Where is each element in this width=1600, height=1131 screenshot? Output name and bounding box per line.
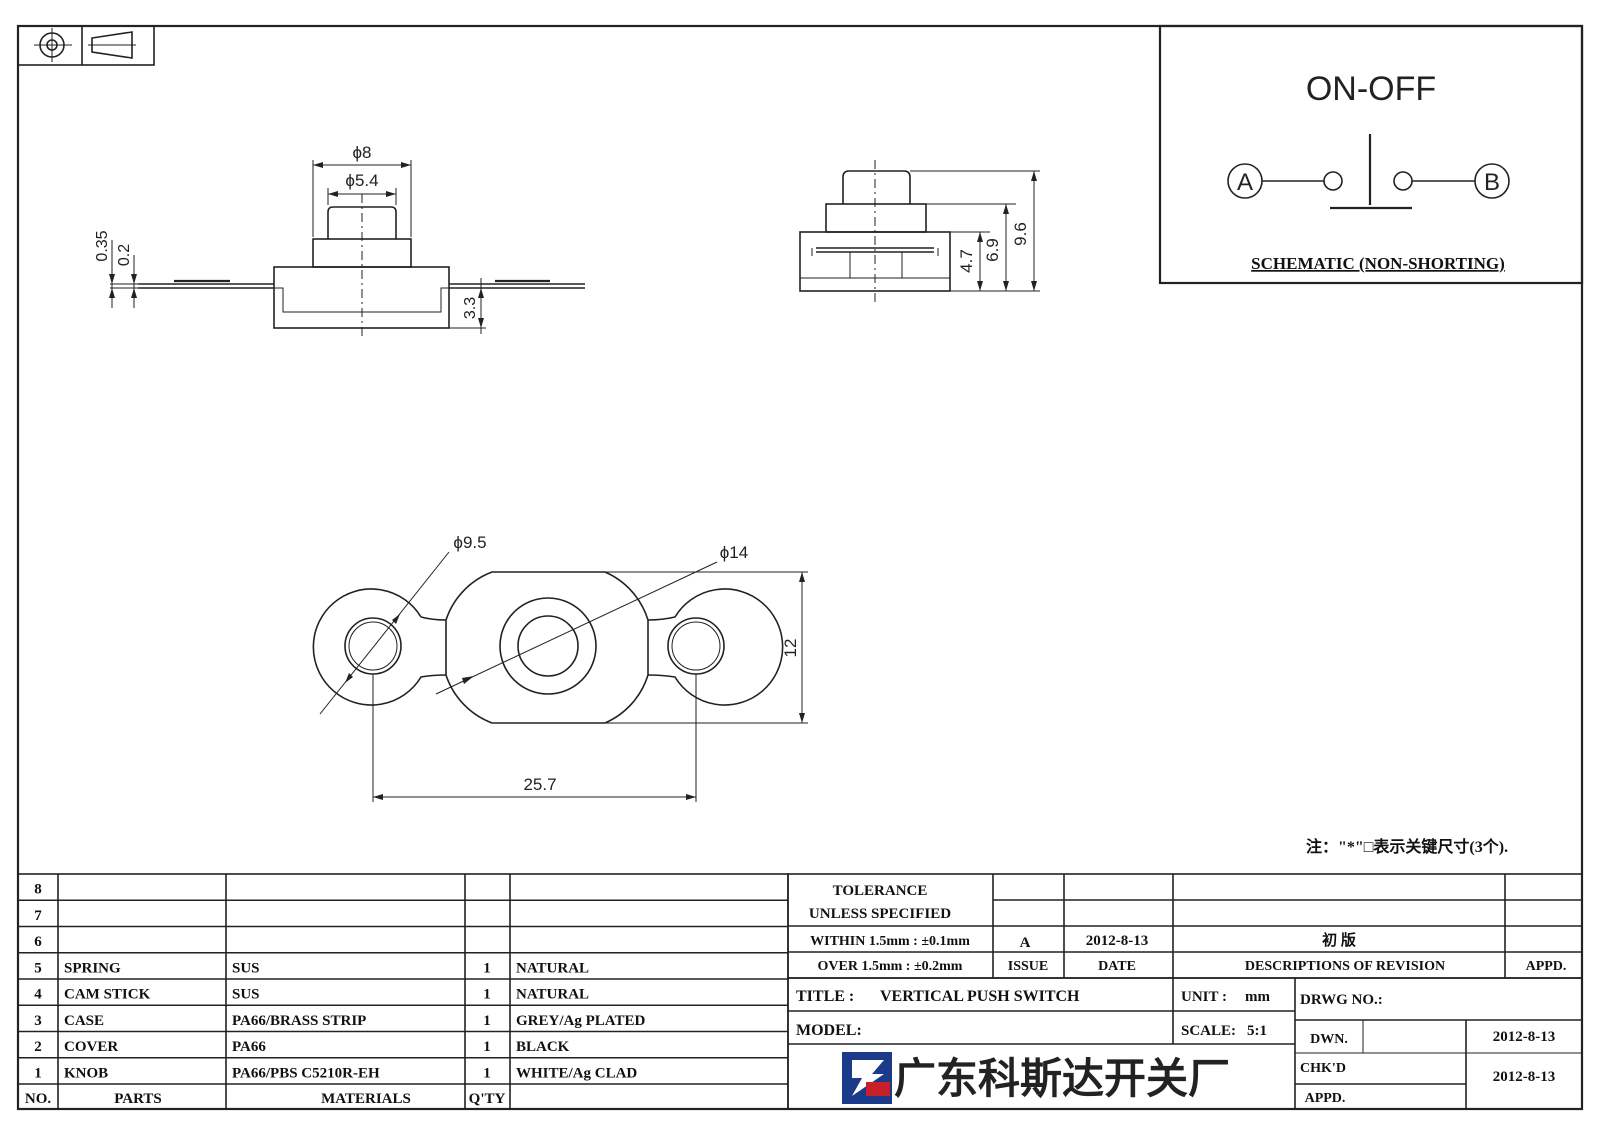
dim-pitch: 25.7 xyxy=(523,775,556,794)
schematic-title: ON-OFF xyxy=(1306,70,1436,108)
appd-label: APPD. xyxy=(1305,1091,1346,1106)
tolerance-line3: WITHIN 1.5mm : ±0.1mm xyxy=(810,934,970,949)
contact-left xyxy=(1323,171,1343,191)
company-logo-icon xyxy=(842,1052,892,1104)
revision-date-value: 2012-8-13 xyxy=(1086,933,1149,949)
dim-thickness-b: 0.2 xyxy=(116,244,133,266)
dim-knob-diameter: ϕ5.4 xyxy=(345,171,378,190)
chkd-label: CHK'D xyxy=(1300,1061,1346,1076)
bom-cell-material: PA66/PBS C5210R-EH xyxy=(232,1065,380,1081)
side-view: 4.7 6.9 9.6 xyxy=(799,160,1040,302)
bom-cell-no: 3 xyxy=(34,1013,42,1029)
bom-cell-part: COVER xyxy=(64,1039,118,1055)
bom-cell-no: 5 xyxy=(34,960,42,976)
bom-cell-part: KNOB xyxy=(64,1065,108,1081)
bom-cell-finish: GREY/Ag PLATED xyxy=(516,1013,645,1029)
dim-side-h3: 9.6 xyxy=(1011,222,1030,246)
company-name: 广东科斯达开关厂 xyxy=(894,1055,1230,1102)
dim-depth: 3.3 xyxy=(462,297,479,319)
bom-row: 5 SPRING SUS 1 NATURAL xyxy=(34,960,589,976)
bom-row: 3 CASE PA66/BRASS STRIP 1 GREY/Ag PLATED xyxy=(34,1013,645,1029)
bom-cell-qty: 1 xyxy=(483,960,491,976)
title-label: TITLE : xyxy=(796,988,854,1005)
bom-cell-part: CAM STICK xyxy=(64,987,151,1003)
dwn-date: 2012-8-13 xyxy=(1493,1029,1556,1045)
bom-cell-finish: NATURAL xyxy=(516,960,589,976)
bom-cell-qty: 1 xyxy=(483,987,491,1003)
schematic-caption: SCHEMATIC (NON-SHORTING) xyxy=(1251,254,1505,273)
bom-header-qty: Q'TY xyxy=(469,1091,506,1107)
dim-small-hole: ϕ9.5 xyxy=(453,533,486,552)
unit-label: UNIT : xyxy=(1181,989,1227,1005)
drawing-note: 注："*"□表示关键尺寸(3个). xyxy=(1306,837,1508,856)
bom-cell-no: 2 xyxy=(34,1039,42,1055)
bom-row: 6 xyxy=(34,934,42,950)
bom-header-no: NO. xyxy=(25,1091,52,1107)
model-label: MODEL: xyxy=(796,1022,862,1039)
title-block: TITLE : VERTICAL PUSH SWITCH UNIT : mm D… xyxy=(787,977,1583,1110)
bom-row: 8 xyxy=(34,882,42,898)
bom-cell-no: 1 xyxy=(34,1065,42,1081)
bom-cell-qty: 1 xyxy=(483,1065,491,1081)
bom-cell-part: SPRING xyxy=(64,960,121,976)
bom-cell-material: PA66 xyxy=(232,1039,266,1055)
bom-row: 4 CAM STICK SUS 1 NATURAL xyxy=(34,987,589,1003)
dim-side-h2: 6.9 xyxy=(983,238,1002,262)
bom-cell-no: 6 xyxy=(34,934,42,950)
bom-cell-material: SUS xyxy=(232,987,260,1003)
bom-cell-material: PA66/BRASS STRIP xyxy=(232,1013,366,1029)
bom-cell-finish: NATURAL xyxy=(516,987,589,1003)
front-view: ϕ8 ϕ5.4 0.35 0.2 3.3 xyxy=(94,143,585,340)
tolerance-line4: OVER 1.5mm : ±0.2mm xyxy=(818,959,963,974)
bom-cell-no: 7 xyxy=(34,908,42,924)
revision-description-label: DESCRIPTIONS OF REVISION xyxy=(1245,959,1445,974)
revision-issue-value: A xyxy=(1020,935,1031,951)
scale-label: SCALE: xyxy=(1181,1023,1236,1039)
bom-row: 7 xyxy=(34,908,42,924)
dim-large-body: ϕ14 xyxy=(720,543,748,562)
bom-cell-qty: 1 xyxy=(483,1039,491,1055)
bom-header-parts: PARTS xyxy=(114,1091,162,1107)
drwg-no-label: DRWG NO.: xyxy=(1300,992,1383,1008)
bom-row: 2 COVER PA66 1 BLACK xyxy=(34,1039,569,1055)
bom-cell-finish: WHITE/Ag CLAD xyxy=(516,1065,637,1081)
chkd-date: 2012-8-13 xyxy=(1493,1069,1556,1085)
revision-description-value: 初 版 xyxy=(1322,931,1356,949)
bom-cell-material: SUS xyxy=(232,960,260,976)
projection-symbol-icon xyxy=(17,25,155,66)
dwn-label: DWN. xyxy=(1310,1032,1348,1047)
drawing-title: VERTICAL PUSH SWITCH xyxy=(880,988,1080,1005)
tolerance-line1: TOLERANCE xyxy=(833,883,928,899)
terminal-b-circle xyxy=(1474,163,1510,199)
bom-cell-part: CASE xyxy=(64,1013,104,1029)
schematic-panel: ON-OFF A B SCHEMATIC (NON-SHORTING) xyxy=(1158,24,1584,285)
bom-row: 1 KNOB PA66/PBS C5210R-EH 1 WHITE/Ag CLAD xyxy=(34,1065,637,1081)
bom-cell-no: 4 xyxy=(34,987,42,1003)
contact-right xyxy=(1393,171,1413,191)
dim-outer-diameter: ϕ8 xyxy=(353,143,372,162)
bom-cell-finish: BLACK xyxy=(516,1039,570,1055)
top-view: ϕ9.5 ϕ14 12 25.7 xyxy=(312,533,808,802)
revision-block: TOLERANCE UNLESS SPECIFIED WITHIN 1.5mm … xyxy=(787,873,1583,979)
dim-thickness-a: 0.35 xyxy=(94,230,111,261)
unit-value: mm xyxy=(1245,989,1270,1005)
tolerance-line2: UNLESS SPECIFIED xyxy=(809,906,951,922)
terminal-a-label: A xyxy=(1237,169,1253,196)
bom-header-materials: MATERIALS xyxy=(321,1091,411,1107)
dim-side-h1: 4.7 xyxy=(957,249,976,273)
revision-appd-label: APPD. xyxy=(1526,959,1567,974)
scale-value: 5:1 xyxy=(1247,1023,1267,1039)
dim-height: 12 xyxy=(781,639,800,658)
revision-issue-label: ISSUE xyxy=(1008,959,1048,974)
bom-cell-no: 8 xyxy=(34,882,42,898)
terminal-b-label: B xyxy=(1484,169,1500,196)
bom-cell-qty: 1 xyxy=(483,1013,491,1029)
revision-date-label: DATE xyxy=(1098,959,1136,974)
